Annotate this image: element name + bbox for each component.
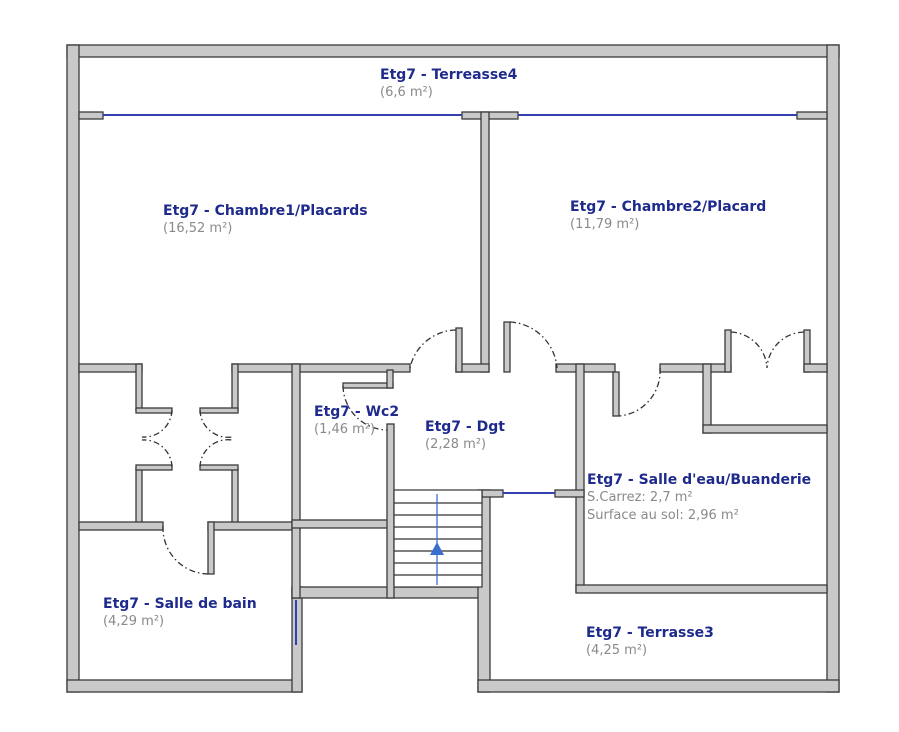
room-name: Etg7 - Terreasse4 bbox=[380, 67, 518, 83]
wall-segment bbox=[199, 407, 239, 414]
room-area: (4,29 m²) bbox=[103, 614, 165, 629]
wall-segment bbox=[78, 363, 143, 373]
room-dgt: Etg7 - Dgt (2,28 m²) bbox=[425, 418, 505, 454]
room-terrasse4: Etg7 - Terreasse4 (6,6 m²) bbox=[380, 66, 517, 102]
wall-segment bbox=[555, 363, 616, 373]
wall-segment bbox=[207, 521, 301, 531]
wall-segment bbox=[78, 521, 164, 531]
wall-segment bbox=[480, 111, 490, 373]
wall-segment bbox=[477, 679, 840, 693]
wall-segment bbox=[291, 519, 393, 529]
wall-segment bbox=[291, 363, 301, 599]
stair-arrow-icon bbox=[430, 542, 444, 555]
wall-segment bbox=[231, 363, 411, 373]
wall-segment bbox=[199, 464, 239, 471]
wall-segment bbox=[803, 363, 828, 373]
wall-segment bbox=[66, 44, 80, 693]
windows bbox=[103, 114, 797, 645]
room-chambre1: Etg7 - Chambre1/Placards (16,52 m²) bbox=[163, 202, 368, 238]
room-name: Etg7 - Dgt bbox=[425, 419, 505, 435]
wall-segment bbox=[702, 424, 828, 434]
room-area: (2,28 m²) bbox=[425, 437, 487, 452]
wall-segment bbox=[386, 369, 394, 389]
room-salle-de-bain: Etg7 - Salle de bain (4,29 m²) bbox=[103, 595, 257, 631]
wall-segment bbox=[66, 44, 840, 58]
wall-segment bbox=[135, 464, 173, 471]
wall-segment bbox=[135, 407, 173, 414]
wall-segment bbox=[575, 363, 585, 593]
wall-segment bbox=[702, 363, 712, 434]
wall-segment bbox=[796, 111, 828, 120]
room-name: Etg7 - Chambre1/Placards bbox=[163, 203, 368, 219]
room-terrasse3: Etg7 - Terrasse3 (4,25 m²) bbox=[586, 624, 714, 660]
room-name: Etg7 - Chambre2/Placard bbox=[570, 199, 767, 215]
wall-segment bbox=[826, 44, 840, 693]
wall-segment bbox=[66, 679, 303, 693]
wall-segment bbox=[135, 363, 143, 411]
room-chambre2: Etg7 - Chambre2/Placard (11,79 m²) bbox=[570, 198, 766, 234]
room-area: (11,79 m²) bbox=[570, 217, 640, 232]
wall-segment bbox=[554, 489, 585, 498]
room-wc2: Etg7 - Wc2 (1,46 m²) bbox=[314, 403, 399, 439]
wall-segment bbox=[481, 489, 504, 498]
wall-segment bbox=[207, 521, 215, 575]
wall-segment bbox=[231, 467, 239, 525]
room-area: (16,52 m²) bbox=[163, 221, 233, 236]
room-area: Surface au sol: 2,96 m² bbox=[587, 508, 739, 523]
room-area: (1,46 m²) bbox=[314, 422, 376, 437]
room-name: Etg7 - Salle d'eau/Buanderie bbox=[587, 472, 812, 488]
room-name: Etg7 - Terrasse3 bbox=[586, 625, 714, 641]
wall-segment bbox=[78, 111, 104, 120]
room-area: (6,6 m²) bbox=[380, 85, 433, 100]
wall-segment bbox=[724, 329, 732, 373]
wall-segment bbox=[612, 371, 620, 417]
room-name: Etg7 - Salle de bain bbox=[103, 596, 257, 612]
door-swings bbox=[141, 321, 805, 575]
room-carrez: S.Carrez: 2,7 m² bbox=[587, 490, 693, 505]
room-salle-deau: Etg7 - Salle d'eau/Buanderie S.Carrez: 2… bbox=[587, 471, 811, 525]
wall-segment bbox=[386, 423, 395, 599]
wall-segment bbox=[342, 382, 394, 389]
wall-segment bbox=[231, 363, 239, 411]
staircase bbox=[393, 489, 483, 588]
wall-segment bbox=[461, 111, 519, 120]
room-area: (4,25 m²) bbox=[586, 643, 648, 658]
walls bbox=[66, 44, 840, 693]
wall-segment bbox=[455, 327, 463, 373]
room-name: Etg7 - Wc2 bbox=[314, 404, 400, 420]
wall-segment bbox=[135, 467, 143, 525]
wall-segment bbox=[575, 584, 828, 594]
wall-segment bbox=[659, 363, 732, 373]
wall-segment bbox=[503, 321, 511, 373]
